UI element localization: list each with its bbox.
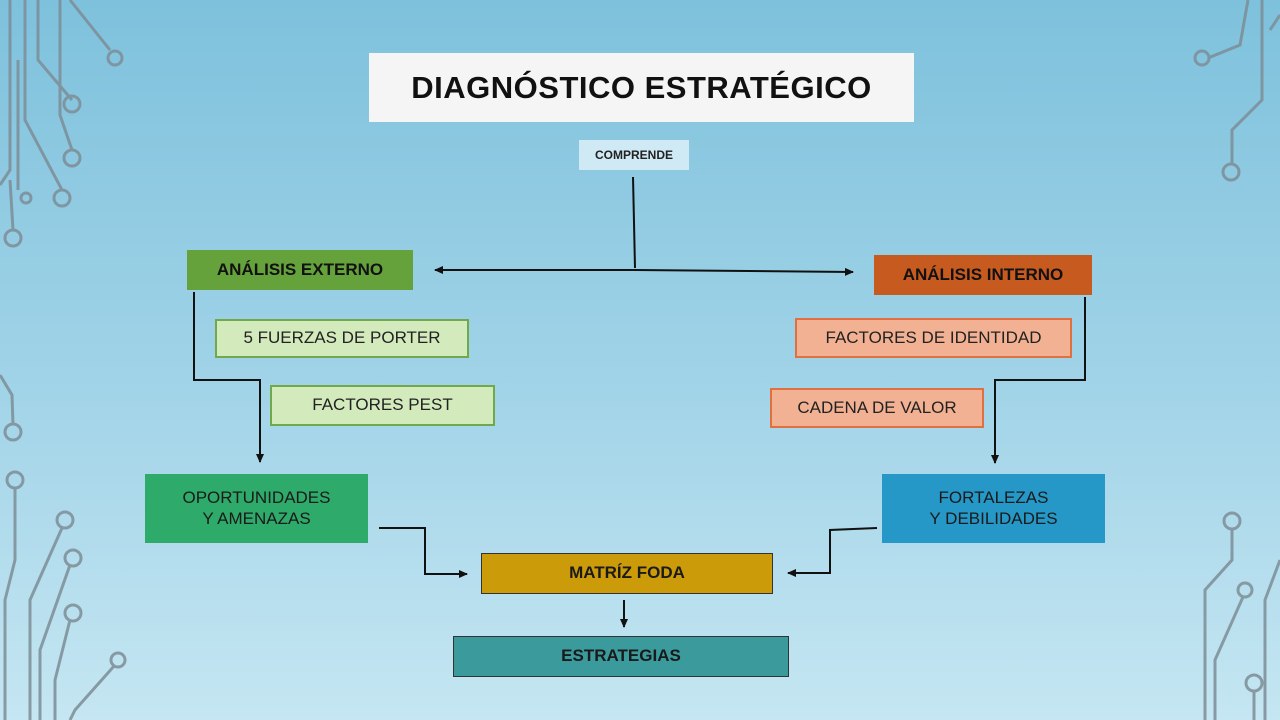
- analisis-externo-box: ANÁLISIS EXTERNO: [187, 250, 413, 290]
- analisis-interno-box: ANÁLISIS INTERNO: [874, 255, 1092, 295]
- arrow-fortalezas-to-foda: [787, 527, 878, 577]
- factores-identidad-box: FACTORES DE IDENTIDAD: [795, 318, 1072, 358]
- estrategias-box: ESTRATEGIAS: [453, 636, 789, 677]
- arrow-oportunidades-to-foda: [379, 527, 468, 578]
- arrow-interno-to-fortalezas: [991, 297, 1086, 464]
- fortalezas-debilidades-box: FORTALEZAS Y DEBILIDADES: [882, 474, 1105, 543]
- fuerzas-porter-box: 5 FUERZAS DE PORTER: [215, 319, 469, 358]
- matriz-foda-box: MATRÍZ FODA: [481, 553, 773, 594]
- comprende-connector: [632, 176, 636, 269]
- cadena-valor-box: CADENA DE VALOR: [770, 388, 984, 428]
- page-title: DIAGNÓSTICO ESTRATÉGICO: [369, 53, 914, 122]
- arrow-externo-to-oportunidades: [193, 292, 264, 463]
- factores-pest-box: FACTORES PEST: [270, 385, 495, 426]
- oportunidades-amenazas-box: OPORTUNIDADES Y AMENAZAS: [145, 474, 368, 543]
- arrow-to-interno: [634, 267, 854, 276]
- comprende-label: COMPRENDE: [579, 140, 689, 170]
